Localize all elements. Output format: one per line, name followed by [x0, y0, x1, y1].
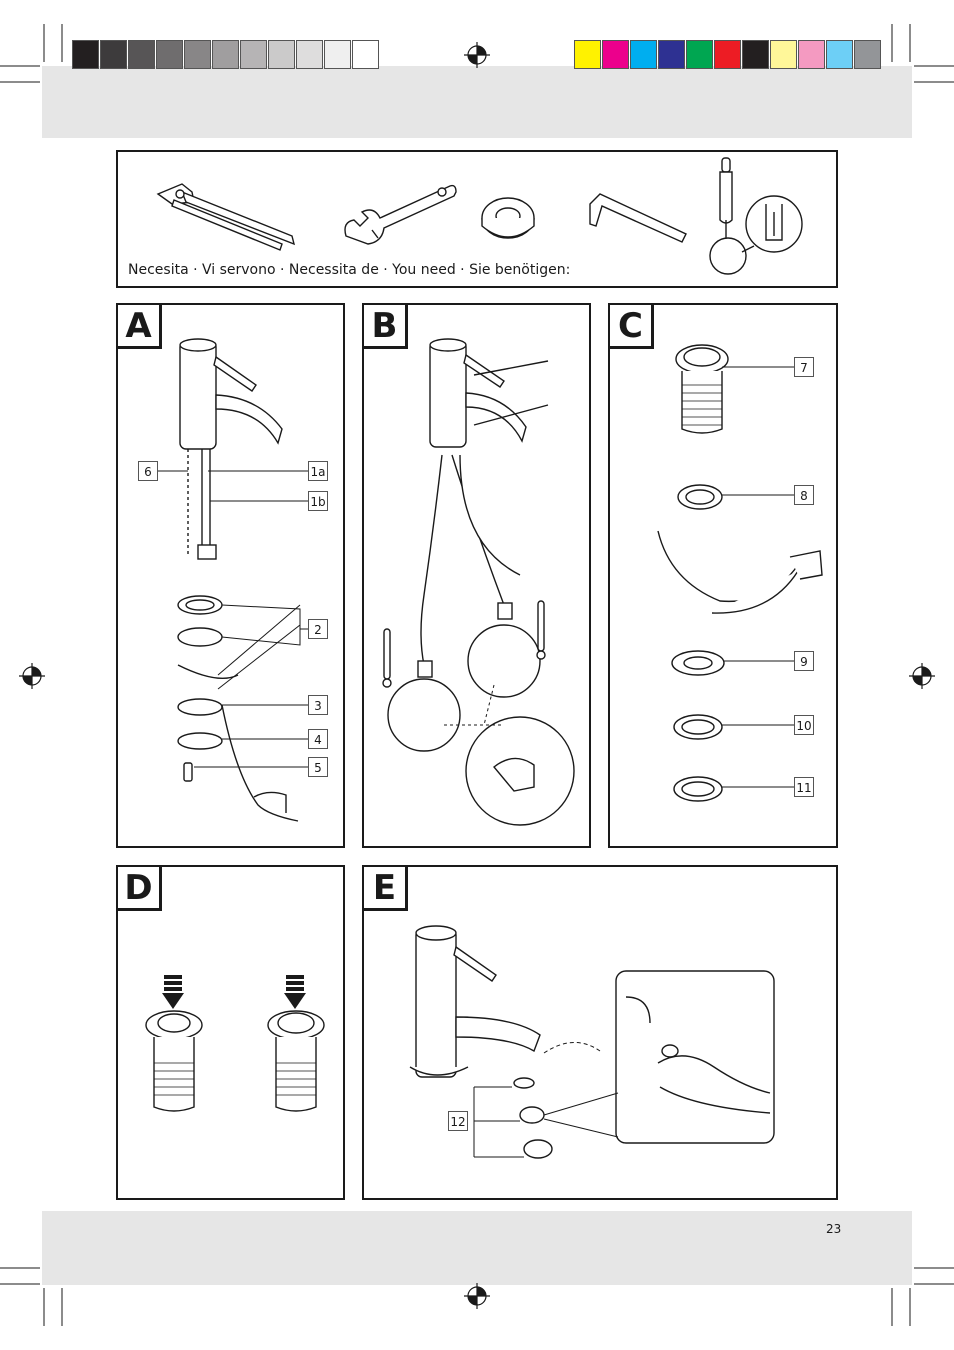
calibration-swatch [798, 40, 825, 69]
pliers-icon [156, 183, 296, 251]
calibration-swatch [156, 40, 183, 69]
callout-1b: 1b [308, 491, 328, 511]
calibration-swatch [574, 40, 601, 69]
tools-caption: Necesita · Vi servono · Necessita de · Y… [128, 262, 571, 278]
panel-b: B [362, 303, 591, 848]
calibration-swatch [128, 40, 155, 69]
calibration-swatch [212, 40, 239, 69]
sealing-tape-icon [481, 197, 535, 239]
calibration-swatch [72, 40, 99, 69]
calibration-swatch [296, 40, 323, 69]
calibration-swatch [602, 40, 629, 69]
panel-d-letter: D [116, 865, 162, 911]
callout-3: 3 [308, 695, 328, 715]
calibration-swatch [240, 40, 267, 69]
faucet-exploded-illustration [158, 338, 308, 822]
calibration-swatch [770, 40, 797, 69]
tools-panel: Necesita · Vi servono · Necessita de · Y… [116, 150, 838, 288]
calibration-swatch [268, 40, 295, 69]
panel-b-letter: B [362, 303, 408, 349]
calibration-swatch [714, 40, 741, 69]
hex-key-icon [589, 193, 687, 243]
calibration-swatch [630, 40, 657, 69]
callout-6: 6 [138, 461, 158, 481]
panel-d: D [116, 865, 345, 1200]
drain-plug-press-illustration [145, 975, 325, 1112]
calibration-swatch [100, 40, 127, 69]
hose-connection-illustration [382, 338, 575, 826]
calibration-swatch [352, 40, 379, 69]
panel-e-letter: E [362, 865, 408, 911]
callout-9: 9 [794, 651, 814, 671]
drain-assembly-illustration [657, 344, 823, 802]
calibration-swatch [686, 40, 713, 69]
panel-a: A [116, 303, 345, 848]
callout-11: 11 [794, 777, 814, 797]
panel-c: C 7 8 9 10 11 [608, 303, 838, 848]
calibration-swatch [742, 40, 769, 69]
callout-7: 7 [794, 357, 814, 377]
callout-12: 12 [448, 1111, 468, 1131]
footer-band [42, 1211, 912, 1285]
callout-1a: 1a [308, 461, 328, 481]
callout-5: 5 [308, 757, 328, 777]
wrench-icon [344, 184, 457, 245]
calibration-swatch [658, 40, 685, 69]
panel-e: E 12 [362, 865, 838, 1200]
calibration-swatch [324, 40, 351, 69]
callout-10: 10 [794, 715, 814, 735]
callout-2: 2 [308, 619, 328, 639]
panel-a-letter: A [116, 303, 162, 349]
header-band [42, 66, 912, 138]
callout-4: 4 [308, 729, 328, 749]
calibration-swatch [854, 40, 881, 69]
aerator-cleaning-illustration [409, 925, 775, 1159]
callout-8: 8 [794, 485, 814, 505]
screwdriver-icon [709, 157, 803, 275]
page-number: 23 [826, 1222, 842, 1236]
panel-c-letter: C [608, 303, 654, 349]
calibration-swatch [826, 40, 853, 69]
calibration-swatch [184, 40, 211, 69]
